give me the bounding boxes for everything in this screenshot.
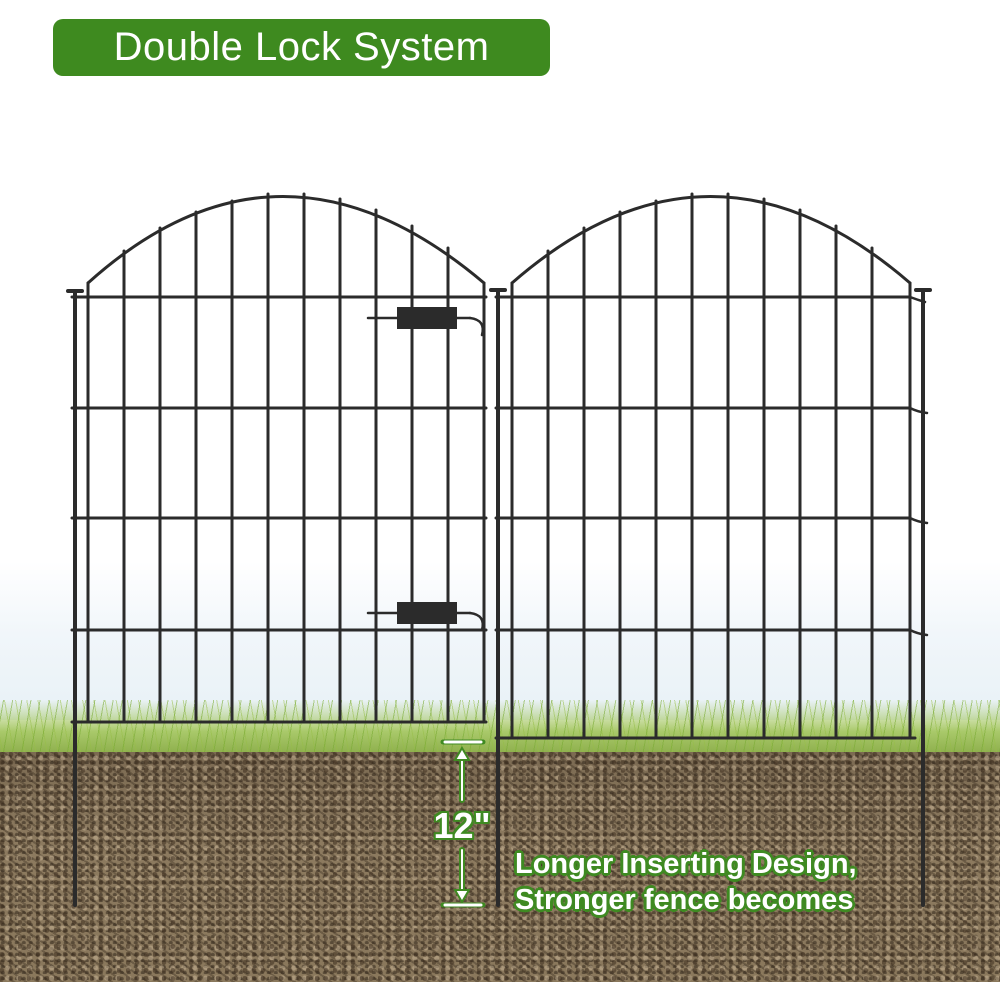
lock-lower xyxy=(366,602,484,632)
depth-label: 12" xyxy=(433,805,491,846)
left-gate-panel xyxy=(66,192,488,907)
caption-line-1: Longer Inserting Design, xyxy=(515,848,857,880)
right-fence-panel xyxy=(489,192,932,907)
depth-measurement-arrow xyxy=(440,739,486,908)
lock-upper xyxy=(366,307,484,337)
title-text: Double Lock System xyxy=(113,25,490,69)
title-badge: Double Lock System xyxy=(53,19,550,76)
feature-caption: Longer Inserting Design, Stronger fence … xyxy=(515,846,857,918)
caption-line-2: Stronger fence becomes xyxy=(515,884,854,916)
